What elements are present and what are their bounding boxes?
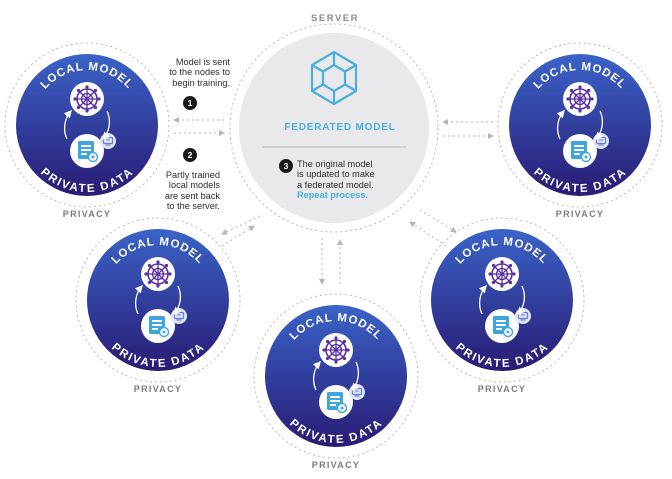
- web-network-icon: [143, 259, 173, 289]
- privacy-label-bottom-left: PRIVACY: [133, 384, 183, 394]
- step-3-text: The original model is updated to make a …: [297, 159, 407, 201]
- step-1-text: Model is sent to the nodes to begin trai…: [169, 57, 230, 88]
- device-badge-disc: [349, 384, 365, 400]
- privacy-ring: [4, 42, 170, 208]
- step-2-text: Partly trained local models are sent bac…: [164, 170, 220, 212]
- privacy-ring: [419, 217, 585, 383]
- device-badge-disc: [171, 308, 187, 324]
- cycle-arrow-icon: [312, 361, 321, 391]
- web-network-icon: [565, 84, 595, 114]
- cycle-arrow-icon: [63, 110, 72, 140]
- cycle-arrow-icon: [556, 110, 565, 140]
- privacy-label-bottom-right: PRIVACY: [477, 384, 527, 394]
- server-label: SERVER: [311, 13, 359, 24]
- federated-model-title: FEDERATED MODEL: [284, 122, 396, 133]
- server-outer-ring: [229, 23, 439, 233]
- web-network-icon: [321, 335, 351, 365]
- web-network-icon: [72, 84, 102, 114]
- device-badge-disc: [515, 308, 531, 324]
- node-circle: [431, 229, 573, 371]
- privacy-ring: [497, 42, 663, 208]
- cycle-arrow-icon: [102, 110, 111, 140]
- privacy-label-right: PRIVACY: [555, 209, 605, 219]
- step-2-badge: 2: [183, 148, 197, 162]
- connection-arrows: [173, 117, 494, 285]
- privacy-label-left: PRIVACY: [62, 209, 112, 219]
- node-circle: [87, 229, 229, 371]
- node-circle: [509, 54, 651, 196]
- cycle-arrow-icon: [134, 285, 143, 315]
- repeat-process-text: Repeat process.: [297, 190, 368, 201]
- privacy-ring: [253, 293, 419, 459]
- server-circle: [239, 33, 429, 223]
- node-circle: [265, 305, 407, 447]
- cycle-arrow-icon: [478, 285, 487, 315]
- cycle-arrow-icon: [517, 285, 526, 315]
- cycle-arrow-icon: [351, 361, 360, 391]
- privacy-label-bottom: PRIVACY: [311, 460, 361, 470]
- privacy-ring: [75, 217, 241, 383]
- step-1-badge: 1: [183, 96, 197, 110]
- node-circle: [16, 54, 158, 196]
- cycle-arrow-icon: [173, 285, 182, 315]
- web-network-icon: [487, 259, 517, 289]
- step-3-badge: 3: [279, 159, 293, 173]
- device-badge-disc: [100, 133, 116, 149]
- cycle-arrow-icon: [595, 110, 604, 140]
- device-badge-disc: [593, 133, 609, 149]
